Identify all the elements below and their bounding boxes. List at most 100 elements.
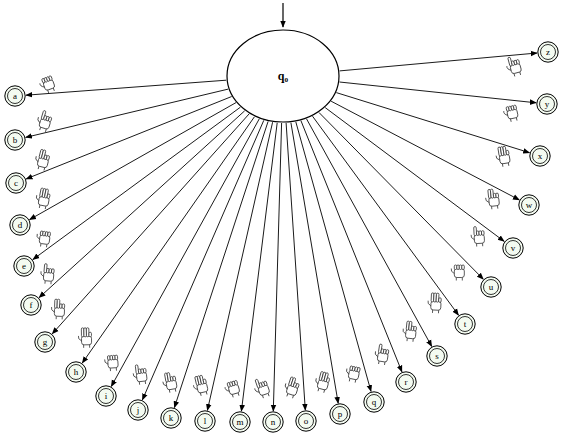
transition-arrow <box>325 108 504 242</box>
letter-label: k <box>169 414 174 423</box>
final-state: r <box>395 371 417 393</box>
letter-label: q <box>372 398 377 407</box>
hand-sign <box>78 328 92 348</box>
final-state: x <box>529 145 551 167</box>
hand-sign <box>505 55 523 78</box>
transition-arrow <box>307 119 432 347</box>
letter-label: l <box>204 417 207 426</box>
final-state: d <box>9 214 31 236</box>
transition-arrow <box>39 111 245 298</box>
final-state: y <box>536 93 558 115</box>
letter-label: e <box>22 262 26 271</box>
final-state: g <box>34 331 56 353</box>
letter-label: d <box>18 221 23 230</box>
hand-sign <box>161 372 177 394</box>
hand-sign <box>503 105 519 123</box>
hand-sign <box>35 109 53 132</box>
letter-label: b <box>13 136 18 145</box>
transition-arrow <box>111 119 259 387</box>
transition-arrow <box>340 53 537 71</box>
transition-arrow <box>207 122 272 410</box>
transition-arrow <box>52 114 249 334</box>
hand-sign <box>104 355 118 371</box>
hand-sign <box>39 76 57 95</box>
final-state: q <box>363 391 385 413</box>
final-state: h <box>65 361 87 383</box>
hand-sign <box>402 321 417 342</box>
transition-arrow <box>291 123 338 404</box>
letter-label: m <box>236 418 243 427</box>
transition-arrow <box>340 82 537 103</box>
letter-label: w <box>526 201 533 210</box>
hand-sign <box>224 380 241 399</box>
final-state: f <box>20 294 42 316</box>
final-state: k <box>160 407 182 429</box>
letter-label: x <box>538 152 543 161</box>
letter-label: r <box>405 378 408 387</box>
hand-sign <box>495 146 511 168</box>
final-state: j <box>127 399 149 421</box>
hand-sign <box>35 230 50 247</box>
final-state: n <box>262 411 284 433</box>
transition-arrow <box>336 93 529 153</box>
final-state: t <box>454 313 476 335</box>
transition-arrow <box>26 80 226 95</box>
letter-label: c <box>14 179 18 188</box>
letter-label: j <box>137 406 140 415</box>
hand-sign <box>451 265 464 281</box>
letter-label: v <box>511 244 516 253</box>
hand-sign <box>33 148 51 171</box>
hand-sign <box>282 376 301 399</box>
transition-arrow <box>331 101 519 200</box>
final-state: u <box>480 276 502 298</box>
final-state: v <box>502 237 524 259</box>
transition-arrow <box>82 117 254 363</box>
hand-sign <box>427 293 441 314</box>
final-state: b <box>4 129 26 151</box>
transition-arrow <box>301 121 402 372</box>
final-state: o <box>295 410 317 432</box>
transition-arrow <box>286 123 305 410</box>
final-state: s <box>426 345 448 367</box>
transition-arrow <box>26 89 229 137</box>
final-state: l <box>194 410 216 432</box>
hand-sign <box>51 299 65 319</box>
hand-sign <box>132 364 148 385</box>
final-state: c <box>5 172 27 194</box>
hand-sign <box>373 343 389 365</box>
hand-sign <box>344 365 360 383</box>
transition-arrow <box>174 121 268 407</box>
start-state: q₀ <box>226 29 340 123</box>
letter-label: f <box>30 301 33 310</box>
final-state: z <box>537 41 559 63</box>
hand-sign <box>252 377 271 400</box>
hand-sign <box>485 189 500 210</box>
transition-arrow <box>241 123 277 411</box>
final-state: i <box>95 385 117 407</box>
transition-arrow <box>26 97 232 179</box>
letter-label: n <box>271 418 276 427</box>
final-state: w <box>518 194 540 216</box>
transition-arrow <box>33 107 241 259</box>
hand-sign <box>470 226 484 247</box>
state-label: q₀ <box>278 70 288 82</box>
hand-sign <box>313 371 331 394</box>
final-state: p <box>329 403 351 425</box>
letter-label: u <box>489 283 494 292</box>
letter-label: i <box>105 392 108 401</box>
transition-arrow <box>142 120 263 400</box>
final-state: m <box>229 411 251 433</box>
letter-label: t <box>464 320 467 329</box>
letter-label: z <box>546 48 550 57</box>
start-arrow <box>282 3 283 27</box>
hand-sign <box>34 187 51 209</box>
hand-sign <box>40 263 55 284</box>
transition-arrow <box>30 103 236 220</box>
transition-arrow <box>296 122 371 392</box>
letter-label: p <box>338 410 343 419</box>
final-state: a <box>4 85 26 107</box>
letter-label: h <box>74 368 79 377</box>
final-state: e <box>13 255 35 277</box>
letter-label: s <box>435 352 439 361</box>
transition-arrow <box>313 116 459 315</box>
